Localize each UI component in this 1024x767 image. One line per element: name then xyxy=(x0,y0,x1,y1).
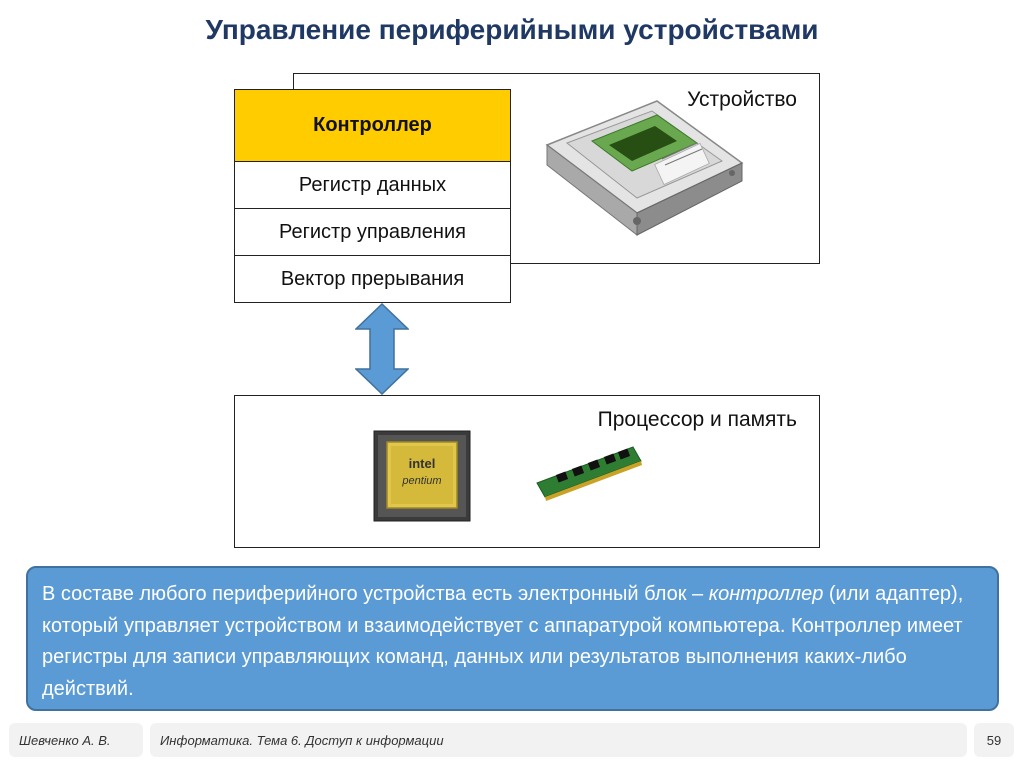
data-register-row: Регистр данных xyxy=(235,161,510,208)
explanation-note: В составе любого периферийного устройств… xyxy=(26,566,999,711)
note-text-start: В составе любого периферийного устройств… xyxy=(42,583,709,605)
cpu-brand-text: intel xyxy=(409,456,436,471)
control-register-row: Регистр управления xyxy=(235,208,510,255)
double-arrow-icon xyxy=(355,303,409,395)
processor-memory-label: Процессор и память xyxy=(598,408,797,432)
cpu-chip-image: intel pentium xyxy=(373,430,471,522)
interrupt-vector-row: Вектор прерывания xyxy=(235,255,510,302)
ram-module-image xyxy=(533,443,645,503)
controller-table: Контроллер Регистр данных Регистр управл… xyxy=(234,89,511,303)
footer-author: Шевченко А. В. xyxy=(9,723,143,757)
cpu-model-text: pentium xyxy=(401,475,441,487)
hard-drive-image xyxy=(537,93,749,241)
page-number: 59 xyxy=(974,723,1014,757)
slide-title: Управление периферийными устройствами xyxy=(0,14,1024,46)
processor-memory-box: Процессор и память xyxy=(234,395,820,548)
footer-course: Информатика. Тема 6. Доступ к информации xyxy=(150,723,967,757)
note-emphasis: контроллер xyxy=(709,583,824,605)
controller-header: Контроллер xyxy=(235,90,510,161)
